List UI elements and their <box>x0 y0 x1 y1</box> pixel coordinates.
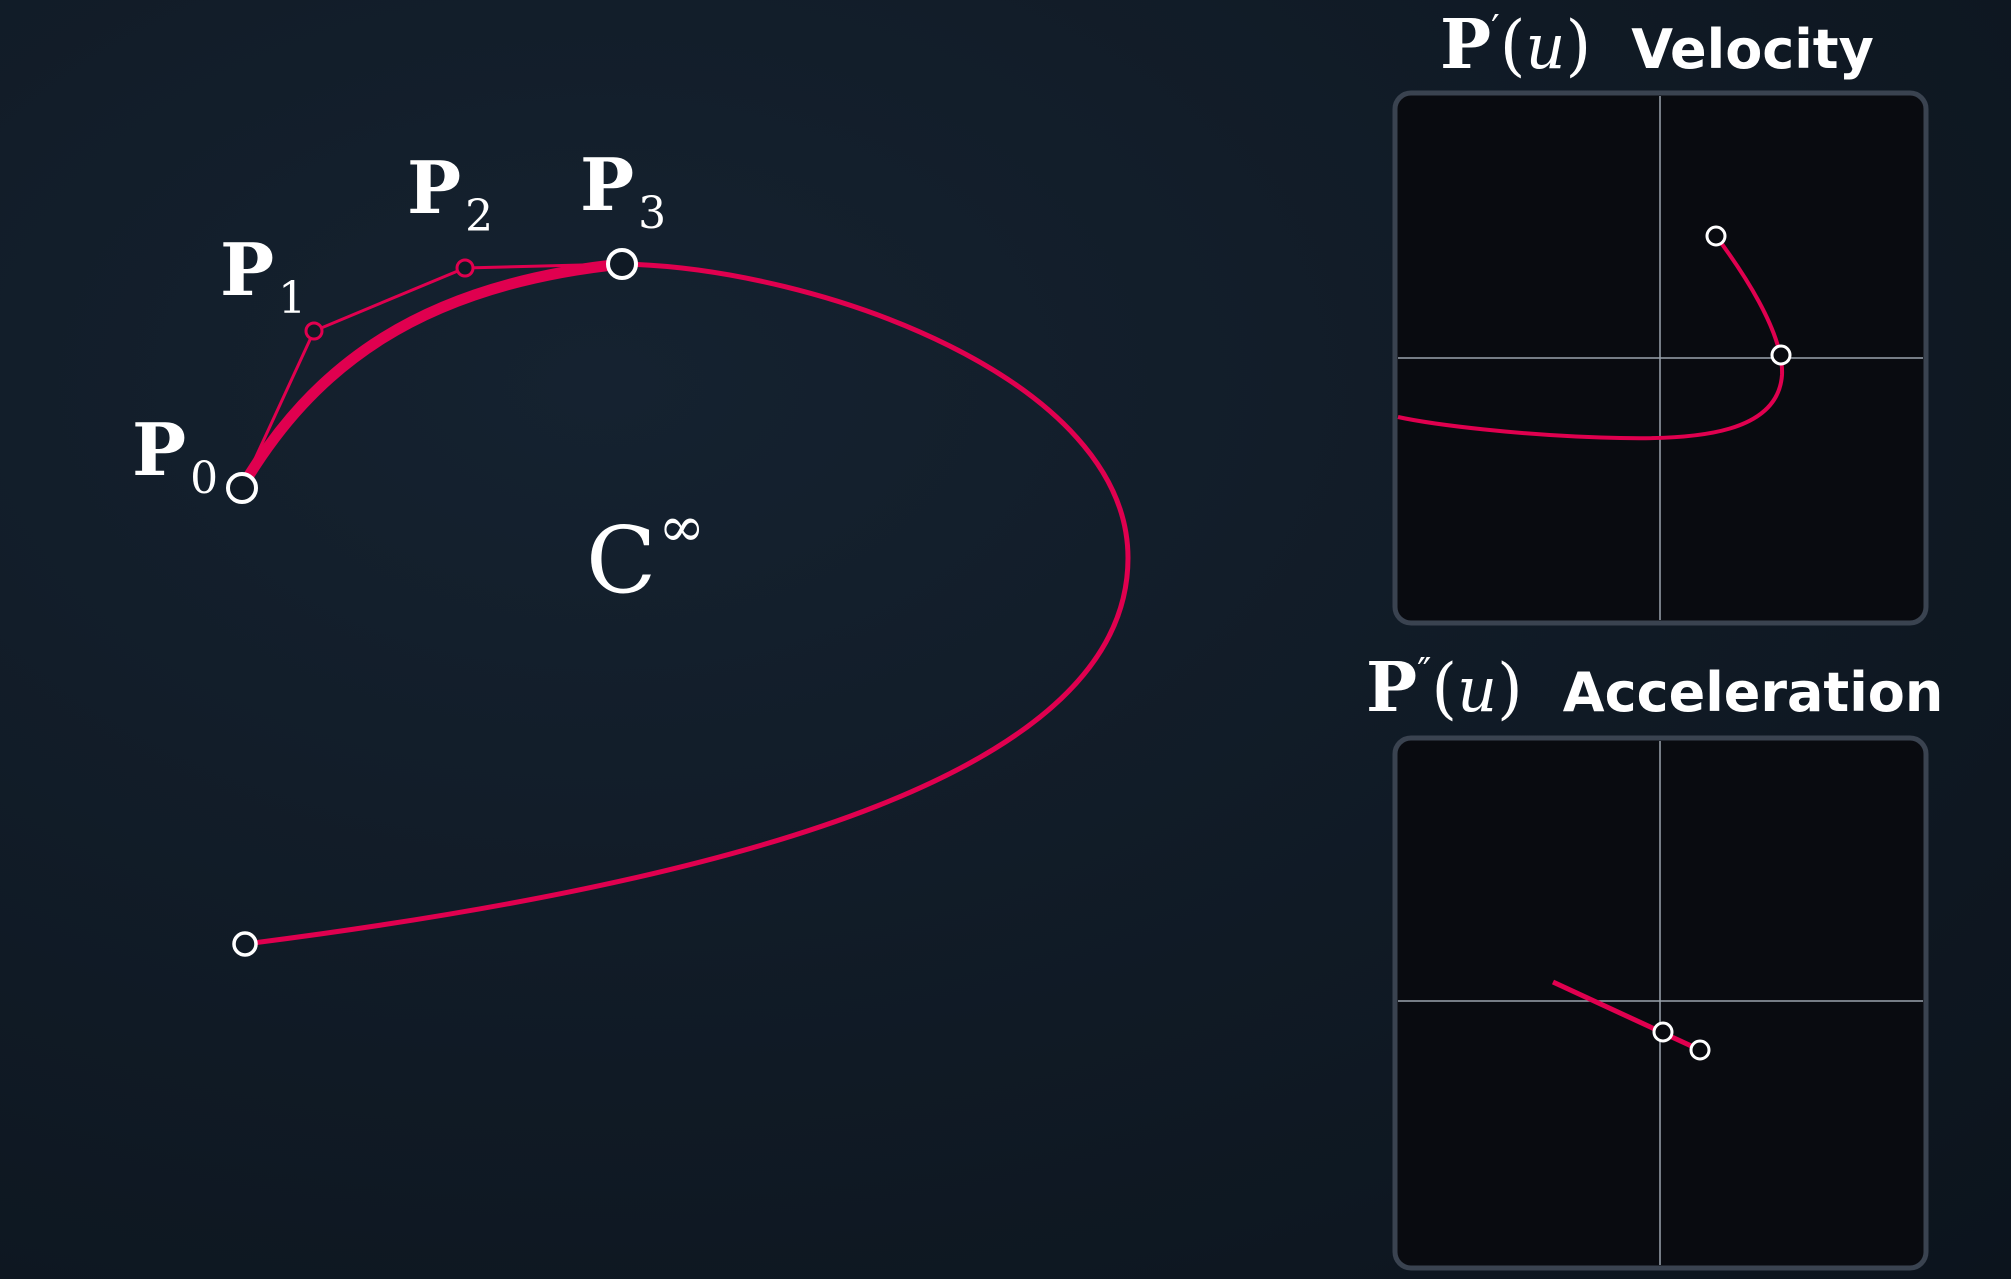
main-curve-area: P0 P1 P2 P3 C∞ <box>132 142 1131 957</box>
velocity-curve <box>1397 234 1785 441</box>
control-polygon <box>240 262 623 488</box>
velocity-start-marker[interactable] <box>1705 225 1727 247</box>
continuity-label: C∞ <box>586 495 705 614</box>
acceleration-panel: P″(u)Acceleration <box>1366 648 1943 1271</box>
acceleration-end-marker[interactable] <box>1689 1039 1711 1061</box>
control-point-p2[interactable] <box>455 258 475 278</box>
label-p2: P2 <box>407 145 493 242</box>
anchor-point-p3[interactable] <box>606 248 638 280</box>
acceleration-panel-title: P″(u)Acceleration <box>1366 648 1943 728</box>
velocity-panel: P′(u)Velocity <box>1392 5 1929 626</box>
label-p3: P3 <box>580 142 666 239</box>
curve-end-point[interactable] <box>232 931 258 957</box>
label-p1: P1 <box>220 227 306 324</box>
velocity-panel-title: P′(u)Velocity <box>1440 5 1874 85</box>
label-p0: P0 <box>132 407 218 504</box>
acceleration-current-marker[interactable] <box>1652 1021 1674 1043</box>
full-curve <box>244 261 1131 947</box>
control-point-p1[interactable] <box>304 321 324 341</box>
acceleration-curve <box>1551 979 1702 1053</box>
velocity-current-marker[interactable] <box>1770 344 1792 366</box>
anchor-point-p0[interactable] <box>226 472 258 504</box>
highlighted-segment <box>236 258 628 493</box>
